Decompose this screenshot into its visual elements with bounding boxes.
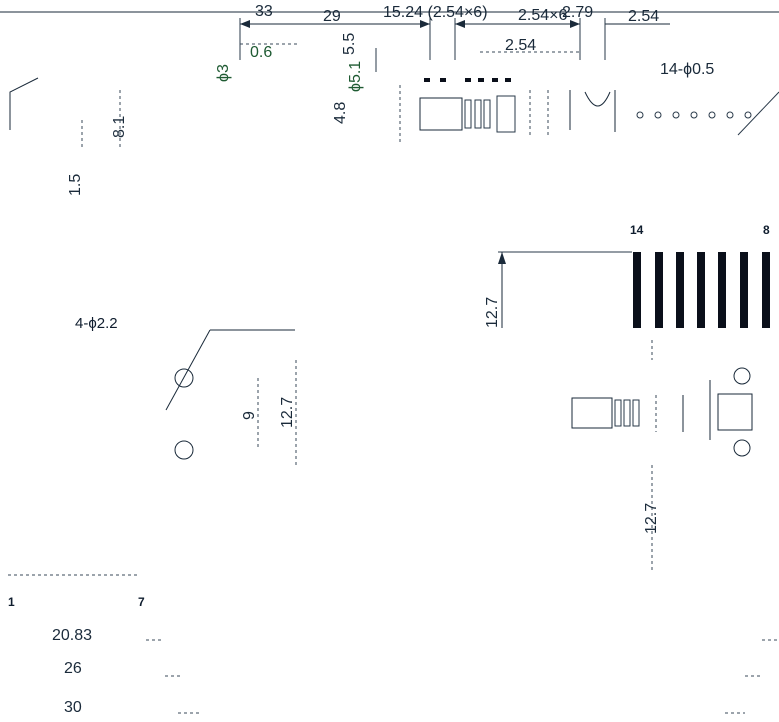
side-view-top-left: 8.1 1.5	[9, 77, 128, 196]
connector-plate	[717, 393, 753, 431]
leader-line	[737, 91, 779, 136]
arrow-up-icon	[498, 252, 506, 264]
header-pin	[740, 252, 748, 328]
dim-2-54-x6: 2.54×6	[518, 7, 567, 24]
connector-housing	[571, 397, 613, 429]
connector-ring	[632, 399, 640, 427]
connector-housing	[419, 97, 463, 131]
connector-ring	[614, 399, 622, 427]
dim-8-1: 8.1	[111, 116, 128, 138]
dim-12-7-front: 12.7	[279, 397, 296, 428]
side-profile-line	[9, 77, 39, 130]
dim-5-5: 5.5	[341, 33, 358, 55]
dim-20-83: 20.83	[52, 627, 92, 644]
pin-stub	[478, 78, 484, 82]
arrow-right-icon	[570, 20, 580, 28]
header-pin	[633, 252, 641, 328]
header-pin	[655, 252, 663, 328]
connector-front-view: 12.7	[571, 340, 753, 570]
dim-phi3: ϕ3	[215, 64, 232, 82]
mount-holes-label: 4-ϕ2.2	[75, 315, 118, 332]
dim-15-24: 15.24 (2.54×6)	[383, 4, 488, 21]
pin-hole	[654, 111, 662, 119]
header-pin	[718, 252, 726, 328]
connector-ring	[623, 399, 631, 427]
dim-2-54-top: 2.54	[628, 8, 659, 25]
arrow-left-icon	[240, 20, 250, 28]
pin-hole	[744, 111, 752, 119]
connector-top-view: ϕ3 0.6 5.5 ϕ5.1 4.8	[215, 33, 779, 145]
mount-hole	[733, 439, 751, 457]
pin-header-side-view: 14 8 12.7	[484, 223, 770, 328]
dim-1-5: 1.5	[67, 174, 84, 196]
bottom-dimension-band: 1 7 20.83 26 30	[8, 574, 779, 716]
pin-stub	[440, 78, 446, 82]
dim-33: 33	[255, 3, 273, 20]
holes-label: 14-ϕ0.5	[660, 61, 714, 78]
pin-hole	[690, 111, 698, 119]
pin-label-first: 14	[630, 223, 644, 237]
pin-hole	[726, 111, 734, 119]
pin-hole-row	[636, 111, 752, 119]
mount-hole	[174, 440, 194, 460]
pin-stub	[505, 78, 511, 82]
dim-12-7-right: 12.7	[643, 503, 660, 534]
dim-4-8: 4.8	[332, 102, 349, 124]
mount-hole	[174, 368, 194, 388]
pin-stub	[424, 78, 430, 82]
connector-ring	[464, 99, 472, 129]
connector-ring	[483, 99, 491, 129]
pin-label-last: 8	[763, 223, 770, 237]
dim-2-54-mid: 2.54	[505, 37, 536, 54]
curved-cutout	[584, 91, 611, 107]
dim-0-6: 0.6	[250, 44, 272, 61]
dim-phi5-1: ϕ5.1	[347, 61, 364, 92]
header-pin	[697, 252, 705, 328]
bottom-pin-last: 7	[138, 595, 145, 609]
front-view: 4-ϕ2.2 9 12.7	[75, 315, 297, 465]
arrow-left-icon	[455, 20, 465, 28]
dim-29: 29	[323, 8, 341, 25]
pin-stub	[492, 78, 498, 82]
dim-2-79: 2.79	[562, 4, 593, 21]
dim-30: 30	[64, 699, 82, 716]
pin-hole	[708, 111, 716, 119]
header-pin	[676, 252, 684, 328]
pin-stub-row	[424, 78, 511, 82]
top-dimension-band: 33 29 15.24 (2.54×6) 2.54×6 2.79 2.54 2.…	[0, 3, 779, 60]
arrow-right-icon	[420, 20, 430, 28]
header-pins	[633, 252, 770, 328]
dim-9: 9	[241, 411, 258, 420]
pin-stub	[465, 78, 471, 82]
bottom-pin-first: 1	[8, 595, 15, 609]
dim-26: 26	[64, 660, 82, 677]
connector-body-top	[419, 78, 616, 138]
mount-hole	[733, 367, 751, 385]
pin-hole	[636, 111, 644, 119]
connector-flange	[496, 95, 516, 133]
connector-ring	[474, 99, 482, 129]
header-pin	[762, 252, 770, 328]
pin-hole	[672, 111, 680, 119]
dim-12-7-side: 12.7	[484, 297, 501, 328]
